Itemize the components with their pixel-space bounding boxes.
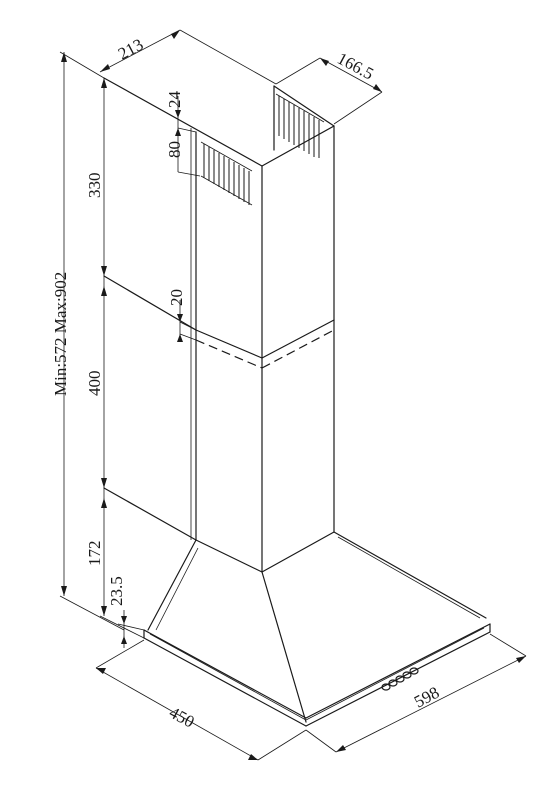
dim-1665-line — [319, 57, 383, 93]
joint-hidden-right — [261, 329, 335, 369]
dim-235-label: 23.5 — [107, 576, 126, 606]
base-left-top — [143, 629, 307, 719]
joint-front — [195, 329, 263, 359]
rear-vent-slots — [275, 93, 325, 158]
chimney-top-left-edge — [103, 77, 263, 167]
base-right-bottom — [305, 631, 491, 727]
dim-598-line — [335, 655, 527, 753]
canopy-left-back-slope — [147, 539, 197, 631]
front-vent-slots — [200, 141, 253, 206]
canopy-right-inner — [337, 536, 481, 619]
chimney-top-back-edge — [273, 85, 335, 127]
canopy-front-slope — [261, 571, 307, 723]
control-buttons — [381, 667, 419, 691]
dim-80-label: 80 — [165, 141, 184, 158]
joint-right — [261, 319, 335, 359]
chimney-top-right-edge — [261, 125, 335, 167]
dim-213-label: 213 — [115, 35, 146, 64]
dim-330-label: 330 — [85, 173, 104, 199]
base-right-top — [305, 623, 491, 719]
base-inner-line — [149, 627, 485, 721]
canopy-left-front-slope — [195, 539, 263, 573]
dim-172-label: 172 — [85, 541, 104, 567]
dim-total-label: Min:572 Max:902 — [51, 272, 70, 396]
dim-598-label: 598 — [411, 683, 442, 712]
dim-213-line — [99, 29, 181, 73]
joint-hidden-front — [195, 339, 263, 369]
base-left-bottom — [143, 637, 307, 727]
dim-450-label: 450 — [166, 703, 197, 732]
canopy-top-right — [261, 531, 335, 573]
dim-400-label: 400 — [85, 371, 104, 397]
dim-24-label: 24 — [165, 91, 184, 109]
joint-left — [103, 275, 197, 331]
canopy-inner-slope — [155, 547, 199, 631]
canopy-right-slope — [333, 531, 487, 619]
dim-450-line — [95, 667, 259, 761]
dim-20-label: 20 — [167, 289, 186, 306]
dim-1665-label: 166.5 — [334, 49, 377, 84]
chimney-bottom-left — [103, 487, 197, 541]
